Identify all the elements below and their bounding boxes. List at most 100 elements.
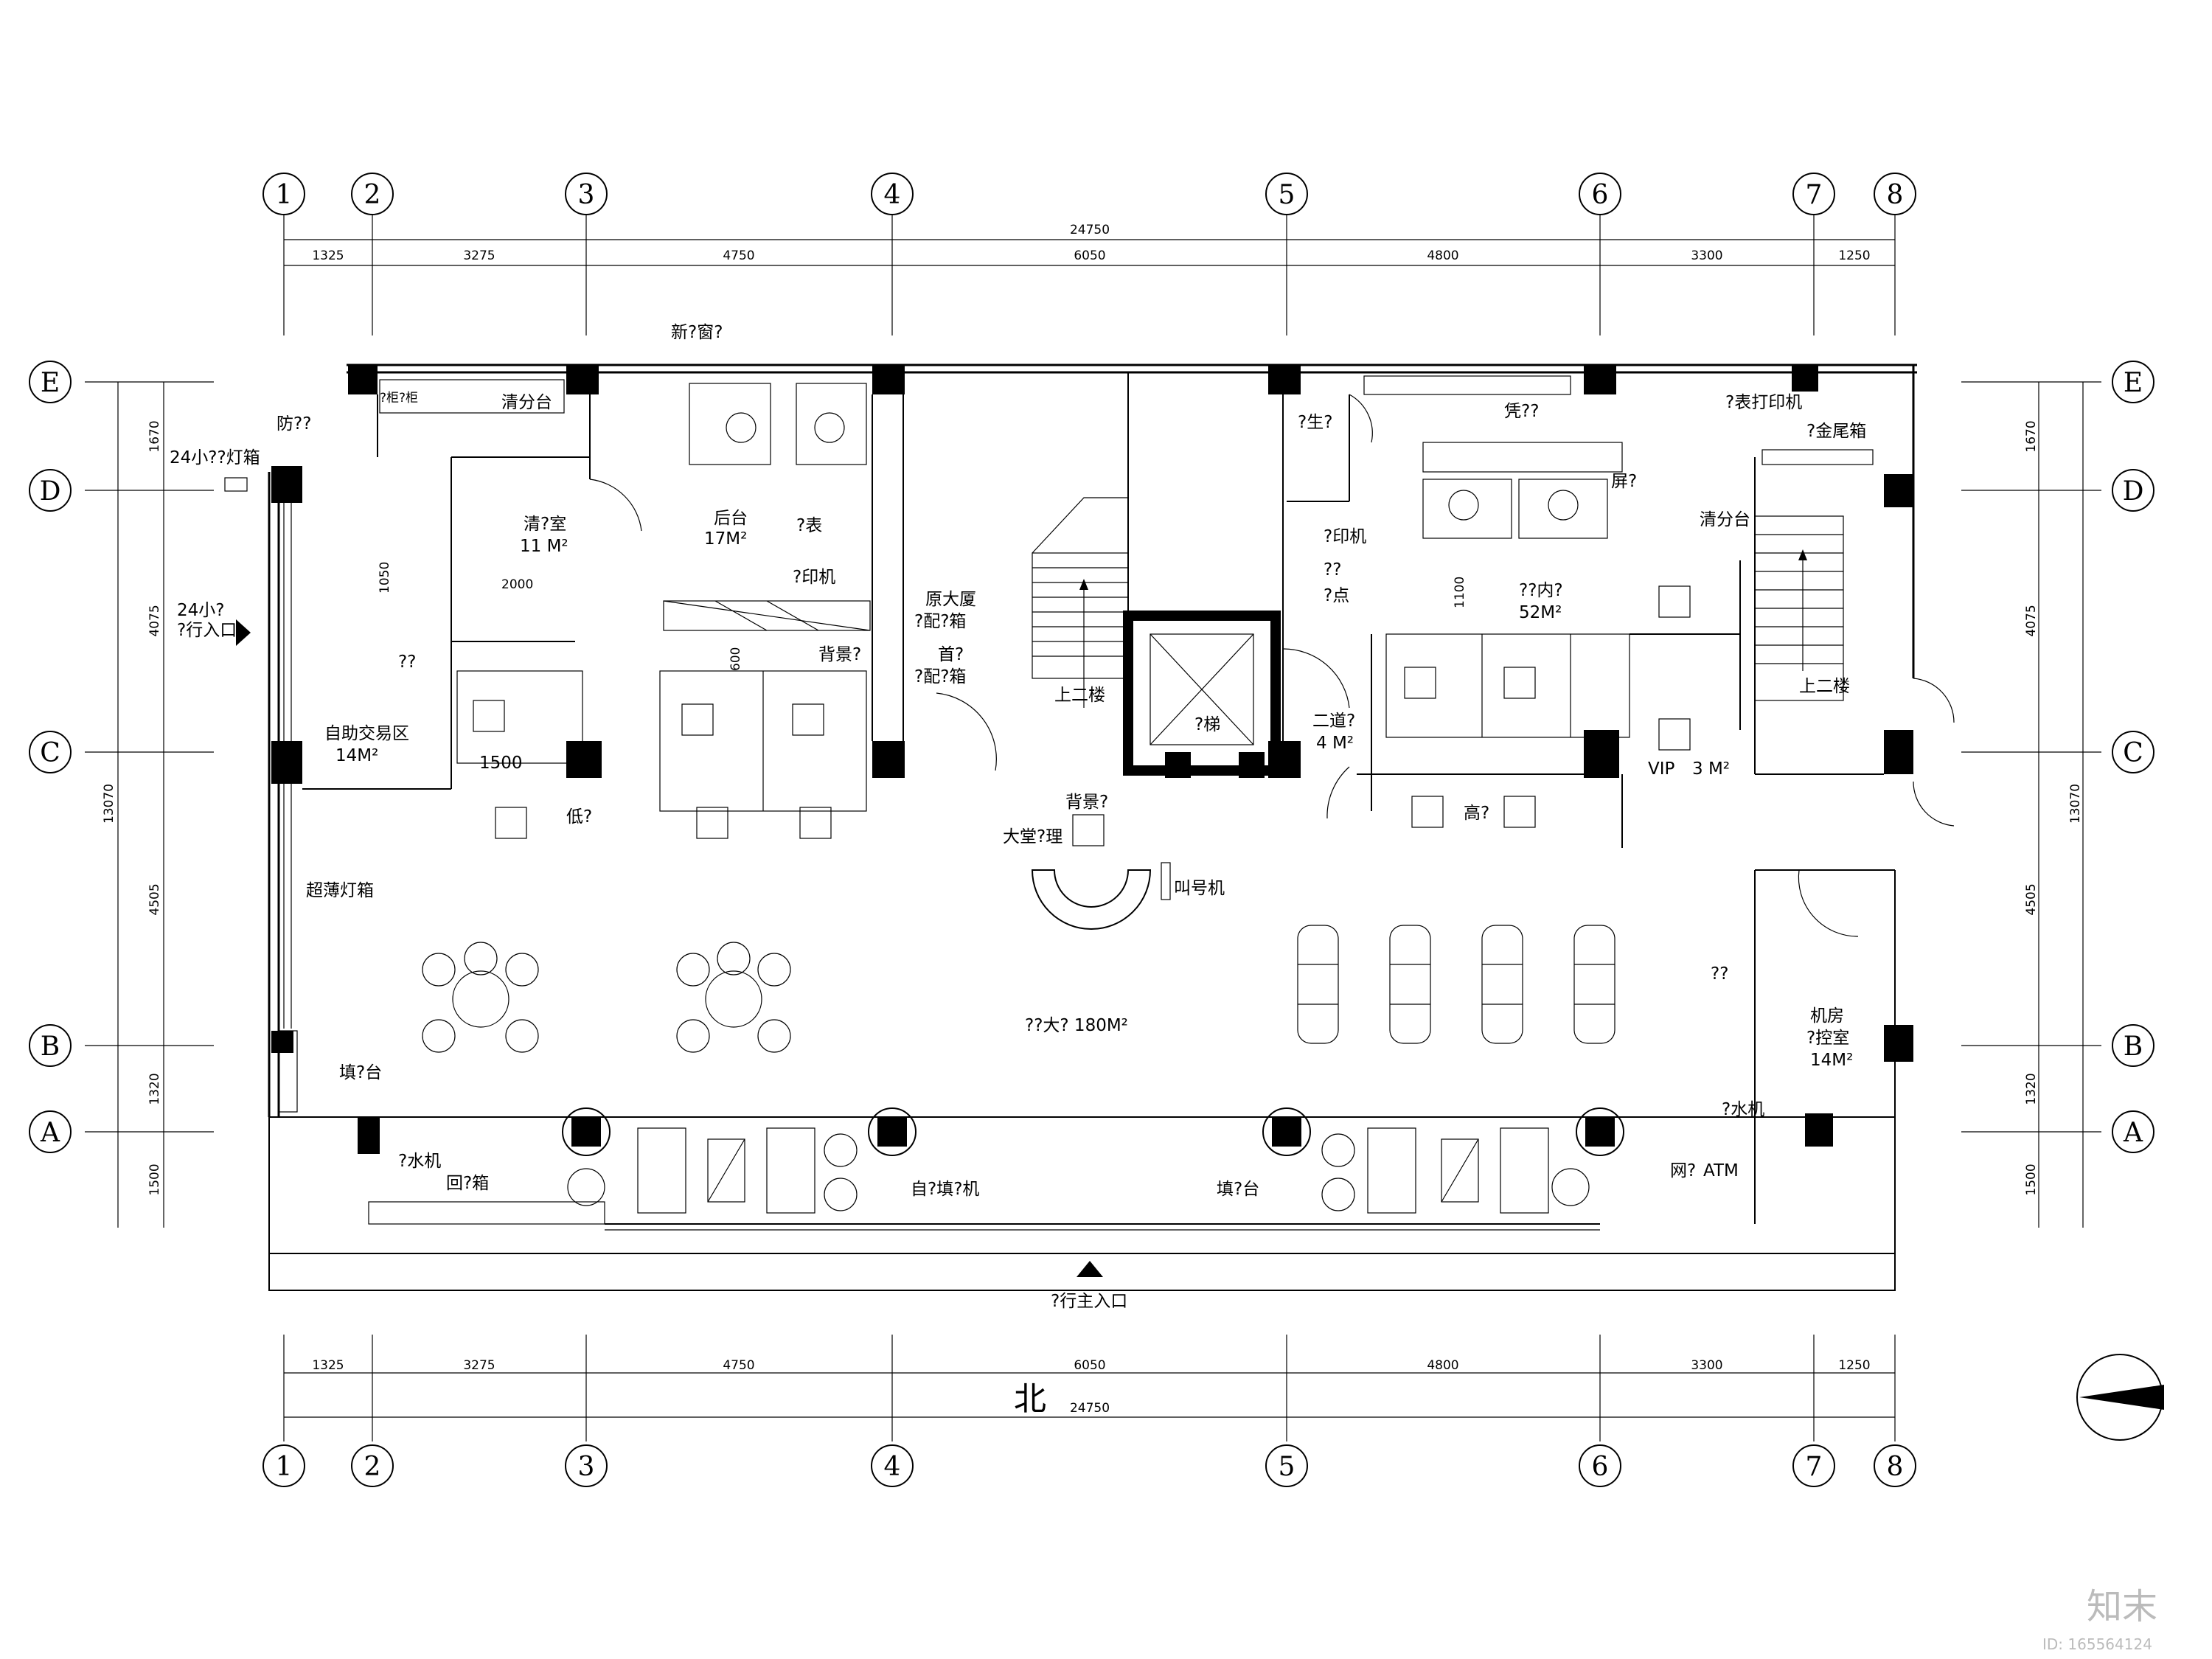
svg-text:3300: 3300 <box>1691 248 1722 263</box>
atm-label: ATM <box>1703 1161 1739 1180</box>
low-counter-label: 低? <box>566 807 592 827</box>
dimension-lines-bottom: 1325 3275 4750 6050 4800 3300 1250 24750 <box>284 1358 1895 1418</box>
svg-text:1325: 1325 <box>312 1358 344 1373</box>
north-arrow: 北 <box>1014 1354 2164 1441</box>
svg-text:1250: 1250 <box>1838 248 1870 263</box>
machine-room-label-2: ?控室 <box>1806 1029 1849 1048</box>
machine-room-label-1: 机房 <box>1810 1006 1844 1026</box>
row-axis-bubbles-left: E D C B A <box>29 361 72 1153</box>
axis-grid <box>85 214 2101 1441</box>
svg-text:6: 6 <box>1592 1452 1609 1482</box>
background-wall-center-label: 背景? <box>1065 793 1108 812</box>
svg-text:4075: 4075 <box>2024 605 2039 636</box>
svg-text:7: 7 <box>1806 180 1823 210</box>
upstairs-right-label: 上二楼 <box>1799 677 1850 696</box>
svg-text:4800: 4800 <box>1427 1358 1458 1373</box>
entrance-24h-label-1: 24小? <box>177 601 224 620</box>
row-axis-bubbles-right: E D C B A <box>2112 361 2154 1153</box>
svg-text:2000: 2000 <box>501 577 533 592</box>
svg-text:8: 8 <box>1887 180 1904 210</box>
round-tables <box>422 942 791 1053</box>
svg-text:1670: 1670 <box>147 420 162 452</box>
svg-text:600: 600 <box>728 647 743 671</box>
dimension-lines-top: 24750 1325 3275 4750 6050 4800 3300 1250 <box>284 223 1895 266</box>
svg-text:1500: 1500 <box>2024 1164 2039 1195</box>
svg-text:D: D <box>2123 476 2144 507</box>
defense-label: 防?? <box>276 414 311 434</box>
svg-text:4800: 4800 <box>1427 248 1458 263</box>
svg-text:A: A <box>2123 1118 2143 1148</box>
svg-text:3: 3 <box>578 1452 595 1482</box>
net-label: 网? <box>1670 1161 1696 1180</box>
vip-area: 3 M² <box>1692 759 1730 779</box>
svg-text:B: B <box>2124 1032 2143 1062</box>
door-arcs <box>589 394 1955 937</box>
queue-machine-label: 叫号机 <box>1174 879 1225 898</box>
svg-text:1500: 1500 <box>147 1164 162 1195</box>
exterior-walls <box>268 364 1917 1291</box>
screen-label: 屏? <box>1611 472 1637 491</box>
svg-text:1500: 1500 <box>479 754 523 773</box>
fill-table-left-label: 填?台 <box>339 1063 382 1082</box>
inner-office-area: 52M² <box>1519 603 1562 622</box>
north-label: 北 <box>1014 1380 1046 1418</box>
plants <box>567 1133 1590 1211</box>
counters <box>379 375 1874 812</box>
svg-text:A: A <box>40 1118 60 1148</box>
elevator-label: ?梯 <box>1194 715 1220 734</box>
svg-text:13070: 13070 <box>2068 784 2083 824</box>
fill-table-right-label: 填?台 <box>1217 1180 1259 1199</box>
svg-text:24750: 24750 <box>1070 1401 1110 1416</box>
svg-text:6050: 6050 <box>1074 1358 1105 1373</box>
svg-text:5: 5 <box>1279 180 1295 210</box>
svg-text:4075: 4075 <box>147 605 162 636</box>
upstairs-left-label: 上二楼 <box>1054 686 1105 705</box>
vip-label: VIP <box>1648 759 1675 779</box>
svg-text:4750: 4750 <box>723 1358 754 1373</box>
svg-text:1: 1 <box>276 180 293 210</box>
meter-label: ?表 <box>796 516 822 535</box>
column-axis-bubbles-top: 1 2 3 4 5 6 7 8 <box>262 173 1916 215</box>
qq-right-label: ?? <box>1711 964 1728 984</box>
svg-text:E: E <box>2124 368 2143 398</box>
sort-table-left-label: 清分台 <box>501 393 552 412</box>
dimension-lines-left: 13070 1670 4075 4505 1320 1500 <box>102 382 164 1228</box>
cleaning-room-label: 清?室 <box>524 515 566 534</box>
room-labels: 新?窗? ?柜?柜 清分台 防?? 24小??灯箱 24小? ?行入口 清?室 … <box>170 323 1866 1311</box>
recycle-box-label: 回?箱 <box>446 1174 489 1193</box>
new-window-label: 新?窗? <box>671 323 723 342</box>
svg-text:C: C <box>2123 738 2143 768</box>
svg-text:E: E <box>41 368 60 398</box>
first-label-1: 首? <box>938 645 964 664</box>
self-service-area-label: 自助交易区 <box>324 724 409 743</box>
svg-text:2: 2 <box>364 1452 381 1482</box>
hatched-columns <box>562 1107 1624 1156</box>
ultra-thin-light-box-label: 超薄灯箱 <box>306 881 374 900</box>
tail-box-label: ?金尾箱 <box>1806 422 1866 441</box>
lobby-manager-label: 大堂?理 <box>1003 827 1062 846</box>
svg-text:C: C <box>40 738 60 768</box>
svg-text:1670: 1670 <box>2024 420 2039 452</box>
svg-text:24750: 24750 <box>1070 223 1110 237</box>
watermark-id: ID: 165564124 <box>2042 1635 2152 1653</box>
original-building-label-2: ?配?箱 <box>914 612 966 631</box>
svg-text:2: 2 <box>364 180 381 210</box>
stair-left <box>1032 497 1129 708</box>
svg-text:4: 4 <box>884 1452 901 1482</box>
second-channel-area: 4 M² <box>1316 734 1354 753</box>
machine-room-area: 14M² <box>1810 1051 1853 1070</box>
svg-text:4505: 4505 <box>2024 883 2039 915</box>
svg-text:1100: 1100 <box>1453 577 1467 608</box>
svg-text:4: 4 <box>884 180 901 210</box>
left-facade <box>224 477 298 1113</box>
svg-text:6: 6 <box>1592 180 1609 210</box>
statement-printer-label: ?表打印机 <box>1725 393 1802 412</box>
back-office-label: 后台 <box>714 509 748 528</box>
svg-text:1: 1 <box>276 1452 293 1482</box>
svg-text:5: 5 <box>1279 1452 1295 1482</box>
main-entrance-label: ?行主入口 <box>1051 1292 1127 1311</box>
second-channel-label: 二道? <box>1312 712 1355 731</box>
cash-label-1: ?? <box>1324 560 1341 580</box>
water-machine-left-label: ?水机 <box>398 1152 441 1171</box>
